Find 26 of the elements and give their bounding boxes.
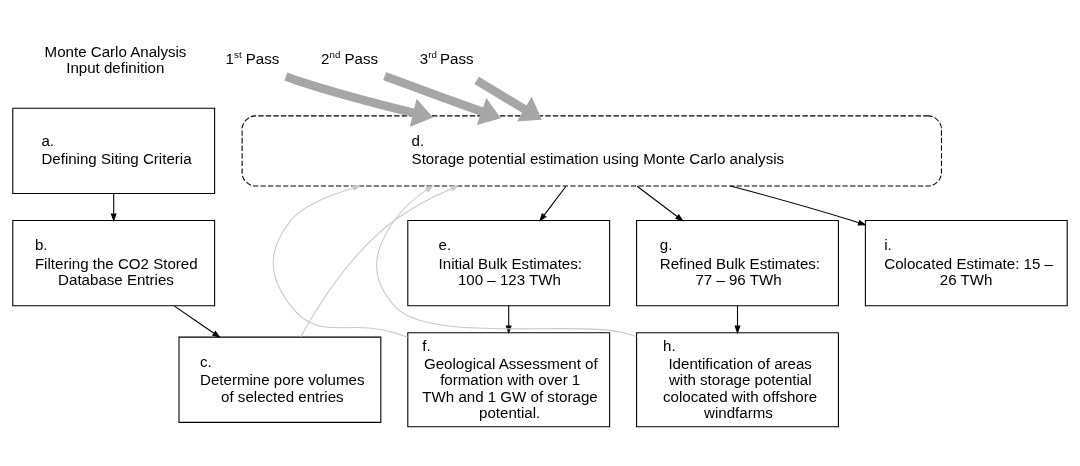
node-box: b. Filtering the CO2 Stored Database Entries	[12, 219, 216, 306]
node-box: f. Geological Assessment of formation with over 1 TWh and 1 GW of storage potential.	[407, 331, 611, 427]
arrow	[376, 184, 637, 337]
arrow	[383, 71, 501, 125]
node-box: c. Determine pore volumes of selected entries	[178, 336, 382, 423]
node-box: d. Storage potential estimation using Monte Carlo analysis	[241, 114, 942, 187]
arrow	[110, 192, 117, 222]
arrow	[734, 304, 741, 334]
node-text: 2$^{nd}$ Pass	[320, 48, 379, 67]
arrow	[729, 185, 867, 225]
arrow	[539, 185, 567, 222]
arrow	[505, 304, 512, 334]
node-box: e. Initial Bulk Estimates: 100 – 123 TWh	[407, 219, 611, 306]
node-text: 3$^{rd}$ Pass	[419, 48, 474, 67]
arrow	[284, 72, 434, 127]
arrow	[300, 184, 460, 337]
arrow	[272, 184, 409, 338]
label: Monte Carlo Analysis Input definition	[44, 42, 187, 76]
node-box: a. Defining Siting Criteria	[12, 107, 216, 194]
node-box: i. Colocated Estimate: 15 – 26 TWh	[864, 219, 1068, 306]
node-box: h. Identification of areas with storage potential colocated with offshore windfarms	[636, 331, 839, 427]
arrow	[636, 185, 684, 222]
node-text: 1$^{st}$ Pass	[225, 48, 280, 67]
arrow	[474, 76, 542, 121]
node-box: g. Refined Bulk Estimates: 77 – 96 TWh	[636, 219, 839, 306]
arrow	[173, 304, 221, 338]
